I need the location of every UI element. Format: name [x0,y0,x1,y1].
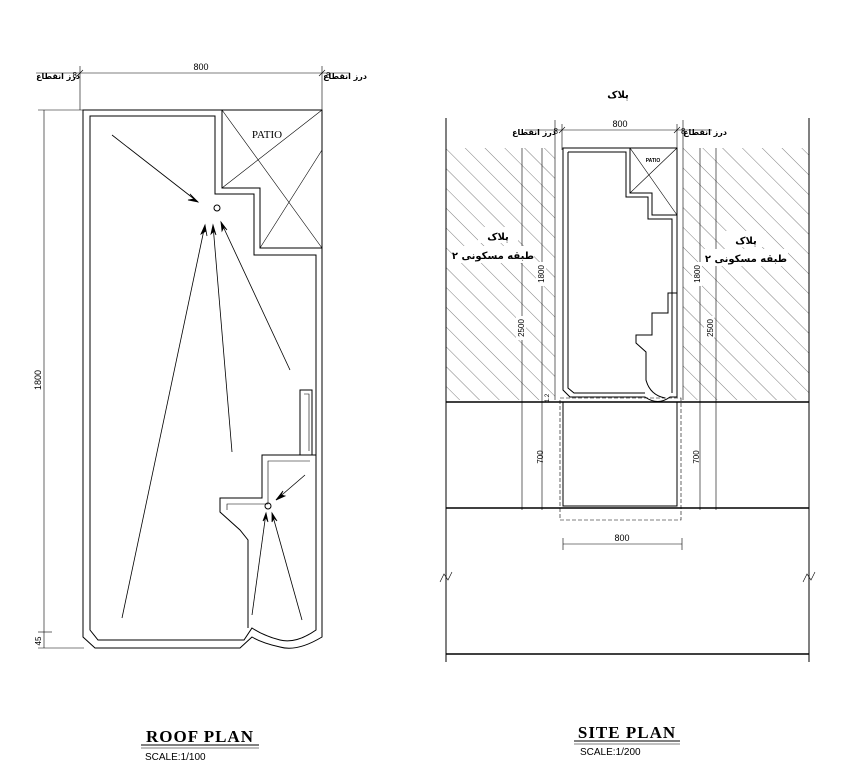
roof-patio-label: PATIO [252,129,282,141]
site-building-inner [568,151,673,393]
site-dim-1800-right: 1800 [693,265,702,283]
roof-joint-value-right: 8 [326,71,331,80]
site-plan-scale: SCALE:1/200 [580,747,641,758]
site-bottom-dimension: 800 [562,533,683,550]
roof-height-dimension: 1800 [33,370,43,390]
site-neighbor-right [683,148,809,400]
site-neighbor-left-plot: پلاک [487,232,509,243]
roof-top-dimension: 800 درز انقطاع 8 درز انقطاع 8 [36,62,367,110]
roof-patio: PATIO [221,109,323,249]
site-joint-label-right: درز انقطاع [683,128,727,137]
site-plan-drawing: پلاک 800 درز انقطاع 8 [439,90,816,758]
site-neighbor-right-floors: ۲ طبقه مسکونی [705,254,787,265]
site-dim-2500-left: 2500 [517,319,526,337]
roof-drain-upper [213,204,221,212]
site-width-bottom-dimension: 800 [614,533,629,543]
site-break-mark-left [439,571,453,583]
site-patio: PATIO [629,147,678,216]
roof-joint-label-left: درز انقطاع [36,72,80,81]
site-width-top-dimension: 800 [612,119,627,129]
site-setback-dashed [559,397,682,521]
roof-joint-label-right: درز انقطاع [323,72,367,81]
site-patio-label: PATIO [646,158,661,164]
site-joint-value-left: 8 [554,127,559,136]
roof-outline-inner [89,115,317,642]
roof-small-dimension: 45 [34,636,43,645]
roof-width-dimension: 800 [193,62,208,72]
roof-slope-arrows [111,134,306,621]
roof-plan-scale: SCALE:1/100 [145,752,206,763]
site-dim-700-right: 700 [692,450,701,464]
site-dim-2500-right: 2500 [706,319,715,337]
site-neighbor-right-labels: پلاک ۲ طبقه مسکونی [704,231,788,266]
site-joint-label-left: درز انقطاع [512,128,556,137]
roof-drain-lower [264,502,272,510]
site-top-dimension: 800 درز انقطاع 8 درز انقطاع 8 [512,119,727,150]
site-building-outer [562,147,678,402]
site-neighbor-left-labels: پلاک ۲ طبقه مسکونی [452,227,534,263]
roof-joint-value-left: 8 [73,71,78,80]
site-front-yard [562,401,678,507]
site-dim-small: 1.2 [545,393,551,402]
roof-left-dimension: 1800 45 [33,109,84,649]
site-dim-1800-left: 1800 [537,265,546,283]
site-break-mark-right [802,571,816,583]
site-plan-title: SITE PLAN [578,723,676,742]
roof-notch [299,389,313,456]
site-neighbor-left-floors: ۲ طبقه مسکونی [452,251,534,262]
roof-plan-drawing: 800 درز انقطاع 8 درز انقطاع 8 1800 45 PA… [33,62,367,763]
roof-lower-step [219,454,316,628]
roof-outline-outer [82,109,323,649]
roof-plan-title: ROOF PLAN [146,727,254,746]
site-neighbor-right-plot: پلاک [735,236,757,247]
site-dim-700-left: 700 [536,450,545,464]
site-joint-value-right: 8 [681,127,686,136]
site-plot-label: پلاک [607,90,629,101]
site-building-step [635,292,677,399]
